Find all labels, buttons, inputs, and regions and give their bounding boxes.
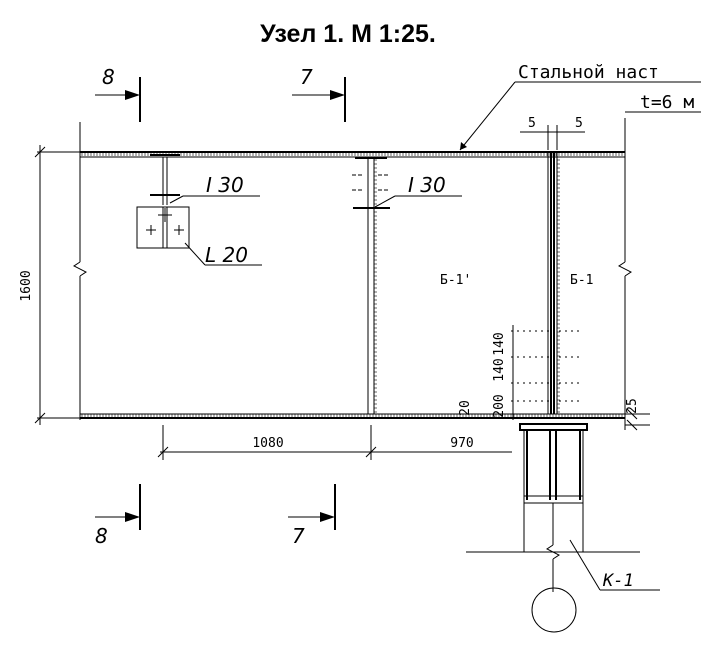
dim-1080: 1080 [252, 436, 283, 451]
dim-25: 25 [625, 398, 640, 414]
dim-25-lines [625, 408, 650, 431]
dim-20: 20 [458, 400, 473, 416]
column-k1 [466, 423, 640, 633]
label-b1-prime: Б-1' [440, 273, 471, 288]
weld-hatch-bottom [81, 414, 623, 417]
label-b1: Б-1 [570, 273, 593, 288]
weld-hatch-top [81, 153, 623, 156]
label-plate-thickness: t=6 м [640, 92, 694, 113]
drawing-title: Узел 1. М 1:25. [260, 20, 436, 48]
section-8-top-label: 8 [102, 65, 115, 89]
plate-note-leader: Стальной наст t=6 м [459, 62, 701, 151]
dim-gap-5-right: 5 [575, 116, 583, 131]
dim-970: 970 [450, 436, 473, 451]
bolt-group [511, 325, 580, 420]
section-8-bottom-label: 8 [95, 524, 108, 548]
section-7-top: 7 [292, 65, 346, 122]
right-break-line [618, 118, 632, 430]
label-plate-note: Стальной наст [518, 62, 659, 83]
weld-hatch-right [557, 159, 560, 413]
leader-k1: К-1 [569, 539, 660, 591]
dim-gap-5-left: 5 [528, 116, 536, 131]
dim-height-1600: 1600 [19, 145, 82, 425]
right-stiffener [547, 152, 558, 414]
leader-i30-middle: I 30 [374, 173, 462, 208]
section-8-top: 8 [95, 65, 141, 122]
leader-l20: L 20 [184, 242, 262, 267]
leader-i30-left: I 30 [169, 173, 260, 204]
dim-140-b: 140 [492, 358, 507, 381]
dim-140-a: 140 [492, 332, 507, 355]
bottom-flange [80, 413, 625, 419]
label-k1: К-1 [602, 571, 634, 591]
section-7-bottom: 7 [288, 484, 336, 548]
dim-spans: 1080 970 [157, 425, 512, 460]
hanging-beam-i30 [136, 154, 190, 249]
dim-200: 200 [492, 394, 507, 417]
section-7-top-label: 7 [300, 65, 313, 89]
section-7-bottom-label: 7 [292, 524, 305, 548]
dim-gap-5-5: 5 5 [520, 116, 585, 150]
middle-stiffener [352, 157, 390, 414]
weld-hatch-middle [374, 159, 377, 413]
section-8-bottom: 8 [95, 484, 141, 548]
label-l20: L 20 [205, 243, 248, 267]
label-i30-middle: I 30 [408, 173, 446, 197]
left-break-line [73, 122, 87, 420]
dim-1600-label: 1600 [19, 270, 34, 301]
label-i30-left: I 30 [206, 173, 244, 197]
